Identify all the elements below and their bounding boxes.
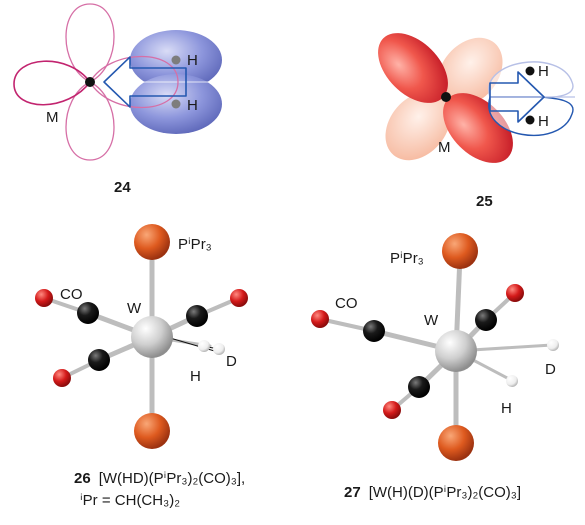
label-leader-line xyxy=(169,337,219,353)
donation-arrow xyxy=(103,56,187,108)
carbon-atom xyxy=(77,302,99,324)
carbon-atom xyxy=(88,349,110,371)
ipr-definition: ⁱPr = CH(CH₃)₂ xyxy=(80,492,181,509)
metal-label: M xyxy=(46,109,59,126)
deuterium-label: D xyxy=(226,353,237,370)
oxygen-atom xyxy=(311,310,329,328)
hydrogen-atom xyxy=(525,66,535,76)
backdonation-arrow xyxy=(489,71,545,123)
compound-number-25: 25 xyxy=(476,193,493,210)
caption-27: 27 [W(H)(D)(PⁱPr₃)₂(CO)₃] xyxy=(344,484,521,502)
formula-26: [W(HD)(PⁱPr₃)₂(CO)₃], xyxy=(98,470,246,487)
hydrogen-label: H xyxy=(501,400,512,417)
h-top-label: H xyxy=(187,52,198,69)
oxygen-atom xyxy=(506,284,524,302)
tungsten-label: W xyxy=(127,300,142,317)
orbital-diagram-25: H H M 25 xyxy=(378,33,575,210)
formula-27: [W(H)(D)(PⁱPr₃)₂(CO)₃] xyxy=(368,484,522,501)
metal-atom xyxy=(441,92,451,102)
molecule-27: PⁱPr₃ CO W D H xyxy=(311,233,559,461)
metal-orbital-lobe xyxy=(437,37,503,107)
oxygen-atom xyxy=(35,289,53,307)
phosphine-label: PⁱPr₃ xyxy=(390,250,424,267)
compound-number-24: 24 xyxy=(114,179,131,196)
oxygen-atom xyxy=(230,289,248,307)
phosphorus-atom xyxy=(134,224,170,260)
carbon-atom xyxy=(363,320,385,342)
deuterium-atom xyxy=(213,343,225,355)
co-label: CO xyxy=(335,295,358,312)
hydrogen-atom xyxy=(525,115,535,125)
metal-orbital-lobe xyxy=(378,33,448,103)
h2-antibonding-orbital xyxy=(130,30,222,134)
metal-orbital-lobe xyxy=(385,91,451,161)
hydrogen-label: H xyxy=(190,368,201,385)
tungsten-label: W xyxy=(424,312,439,329)
compound-number-27: 27 xyxy=(344,484,361,501)
hydrogen-atom xyxy=(198,340,210,352)
co-label: CO xyxy=(60,286,83,303)
deuterium-atom xyxy=(547,339,559,351)
deuterium-label: D xyxy=(545,361,556,378)
phosphorus-atom xyxy=(442,233,478,269)
metal-d-orbital xyxy=(65,3,179,161)
carbon-atom xyxy=(186,305,208,327)
carbon-atom xyxy=(475,309,497,331)
oxygen-atom xyxy=(383,401,401,419)
carbon-atom xyxy=(408,376,430,398)
molecule-26: PⁱPr₃ CO W H D xyxy=(35,224,248,449)
phosphorus-atom xyxy=(438,425,474,461)
oxygen-atom xyxy=(53,369,71,387)
hydrogen-atom xyxy=(506,375,518,387)
hydrogen-atom xyxy=(171,55,181,65)
footnote-26: ⁱPr = CH(CH₃)₂ xyxy=(80,492,180,510)
metal-orbital-lobe xyxy=(13,60,91,106)
orbital-diagram-24: H H M 24 xyxy=(13,3,222,196)
h-bottom-label: H xyxy=(187,97,198,114)
h-top-label: H xyxy=(538,63,549,80)
metal-label: M xyxy=(438,139,451,156)
h-bottom-label: H xyxy=(538,113,549,130)
tungsten-atom xyxy=(131,316,173,358)
metal-atom xyxy=(85,77,95,87)
compound-number-26: 26 xyxy=(74,470,91,487)
tungsten-atom xyxy=(435,330,477,372)
caption-26: 26 [W(HD)(PⁱPr₃)₂(CO)₃], xyxy=(74,470,245,488)
hydrogen-atom xyxy=(171,99,181,109)
phosphine-label: PⁱPr₃ xyxy=(178,236,212,253)
phosphorus-atom xyxy=(134,413,170,449)
